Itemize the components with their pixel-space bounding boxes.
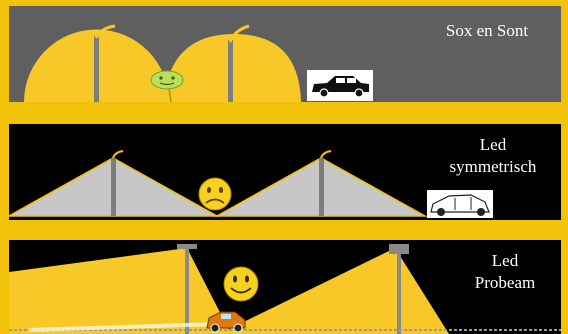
- panel-title-line: Sox en Sont: [427, 20, 547, 42]
- smiley-icon: [199, 178, 231, 210]
- car-icon: [427, 190, 493, 218]
- panel-title-line: Led: [455, 250, 555, 272]
- panel-title-line: Probeam: [455, 272, 555, 294]
- panel-title: Led symmetrisch: [433, 134, 553, 178]
- panel-led-symmetrisch: Led symmetrisch: [9, 124, 561, 220]
- panel-title-line: symmetrisch: [433, 156, 553, 178]
- car-icon: [307, 70, 373, 101]
- panel-led-probeam: Led Probeam: [9, 240, 561, 334]
- panel-title: Sox en Sont: [427, 20, 547, 42]
- panel-title: Led Probeam: [455, 250, 555, 294]
- panel-title-line: Led: [433, 134, 553, 156]
- smiley-icon: [224, 267, 258, 301]
- probeam-light-cone-left: [9, 248, 231, 334]
- panel-sox-en-sont: Sox en Sont: [9, 6, 561, 102]
